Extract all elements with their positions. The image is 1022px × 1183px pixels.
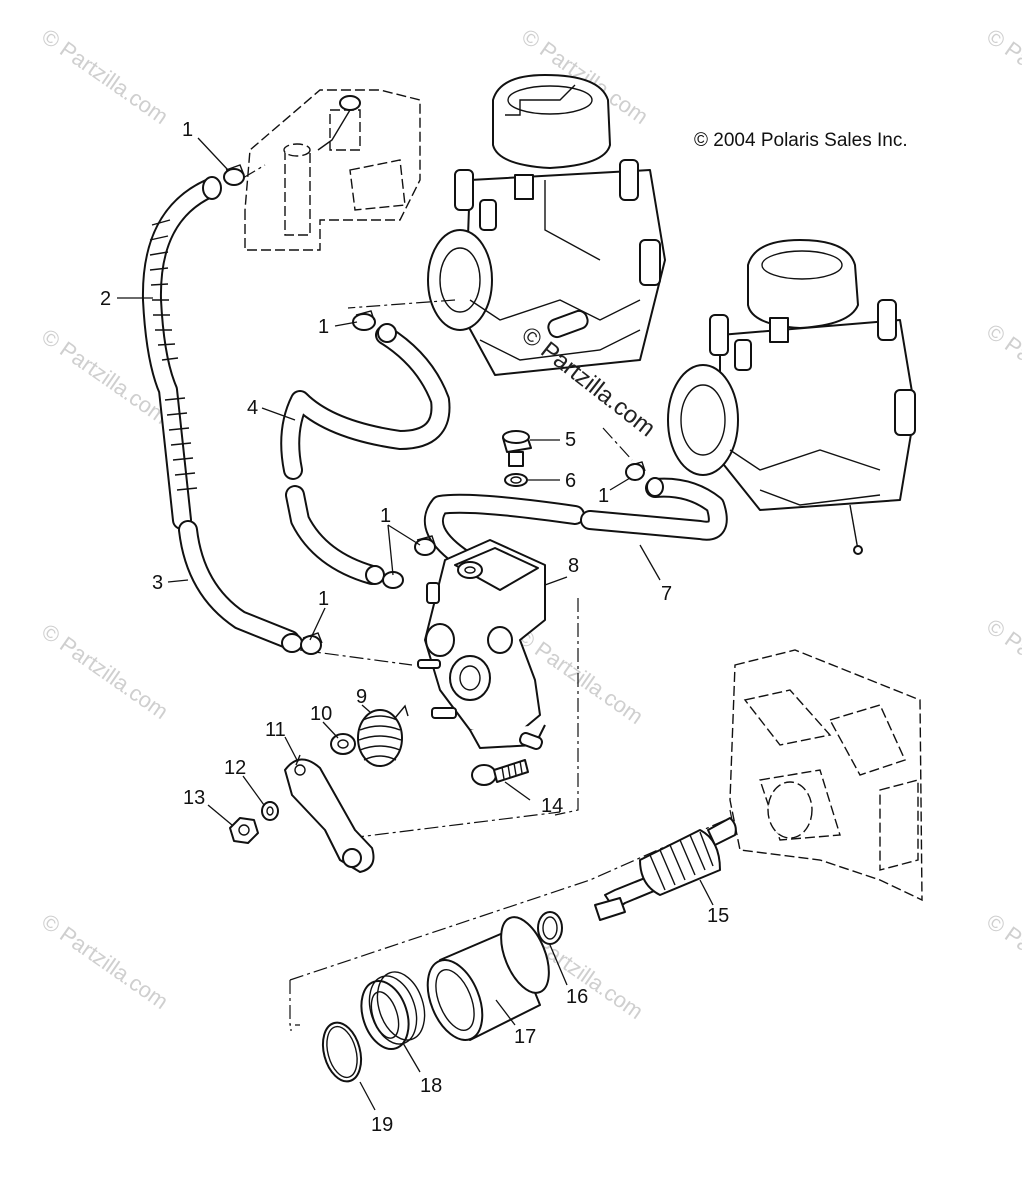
lever-11 bbox=[284, 754, 375, 873]
washer-10 bbox=[330, 733, 356, 755]
callout-11: 11 bbox=[265, 719, 286, 741]
callout-10: 10 bbox=[310, 703, 332, 725]
watermark: © Partzilla.com bbox=[982, 319, 1022, 425]
callout-labels: 1 1 1 1 1 2 3 4 5 6 7 8 9 10 11 12 13 14… bbox=[100, 119, 729, 1136]
watermark: © Partzilla.com bbox=[37, 24, 173, 130]
spring-9 bbox=[357, 704, 409, 767]
hose-clamps bbox=[223, 164, 646, 655]
hose-4 bbox=[280, 323, 451, 585]
sleeve-17 bbox=[426, 916, 550, 1041]
leader-lines bbox=[117, 137, 714, 1111]
callout-19: 19 bbox=[371, 1114, 393, 1136]
callout-1: 1 bbox=[318, 588, 329, 610]
drive-shaft-15 bbox=[594, 817, 737, 921]
callout-6: 6 bbox=[565, 470, 576, 492]
oil-pump-8 bbox=[417, 539, 546, 750]
watermark: © Partzilla.com bbox=[37, 619, 173, 725]
engine-ghost-upper-left bbox=[244, 89, 421, 251]
callout-1: 1 bbox=[182, 119, 193, 141]
callout-1: 1 bbox=[598, 485, 609, 507]
spring-18 bbox=[360, 971, 426, 1050]
callout-13: 13 bbox=[183, 787, 205, 809]
clamp bbox=[223, 168, 245, 186]
washer-6 bbox=[504, 473, 528, 487]
carburetor-right bbox=[667, 239, 916, 555]
hose-2-3 bbox=[141, 176, 303, 653]
clamp bbox=[414, 538, 436, 556]
callout-17: 17 bbox=[514, 1026, 536, 1048]
callout-4: 4 bbox=[247, 397, 258, 419]
screw-14 bbox=[471, 759, 529, 786]
callout-12: 12 bbox=[224, 757, 246, 779]
watermark: © Partzilla.com bbox=[982, 614, 1022, 720]
watermark: © Partzilla.com bbox=[982, 24, 1022, 130]
callout-7: 7 bbox=[661, 583, 672, 605]
copyright-notice: © 2004 Polaris Sales Inc. bbox=[694, 130, 908, 151]
callout-1: 1 bbox=[380, 505, 391, 527]
nut-13 bbox=[229, 817, 259, 844]
callout-3: 3 bbox=[152, 572, 163, 594]
banjo-bolt-5 bbox=[502, 430, 532, 467]
callout-16: 16 bbox=[566, 986, 588, 1008]
carburetor-upper bbox=[427, 74, 666, 376]
o-ring-19 bbox=[321, 1021, 363, 1083]
callout-9: 9 bbox=[356, 686, 367, 708]
watermark: © Partzilla.com bbox=[37, 909, 173, 1015]
callout-15: 15 bbox=[707, 905, 729, 927]
callout-8: 8 bbox=[568, 555, 579, 577]
engine-block-ghost-lower-right bbox=[729, 649, 923, 902]
ring-16 bbox=[537, 911, 563, 945]
callout-5: 5 bbox=[565, 429, 576, 451]
callout-1: 1 bbox=[318, 316, 329, 338]
clamp bbox=[352, 313, 376, 331]
callout-14: 14 bbox=[541, 795, 563, 817]
clip-12 bbox=[261, 801, 279, 821]
callout-18: 18 bbox=[420, 1075, 442, 1097]
hose-7 bbox=[423, 477, 728, 570]
callout-2: 2 bbox=[100, 288, 111, 310]
watermark: © Partzilla.com bbox=[982, 909, 1022, 1015]
